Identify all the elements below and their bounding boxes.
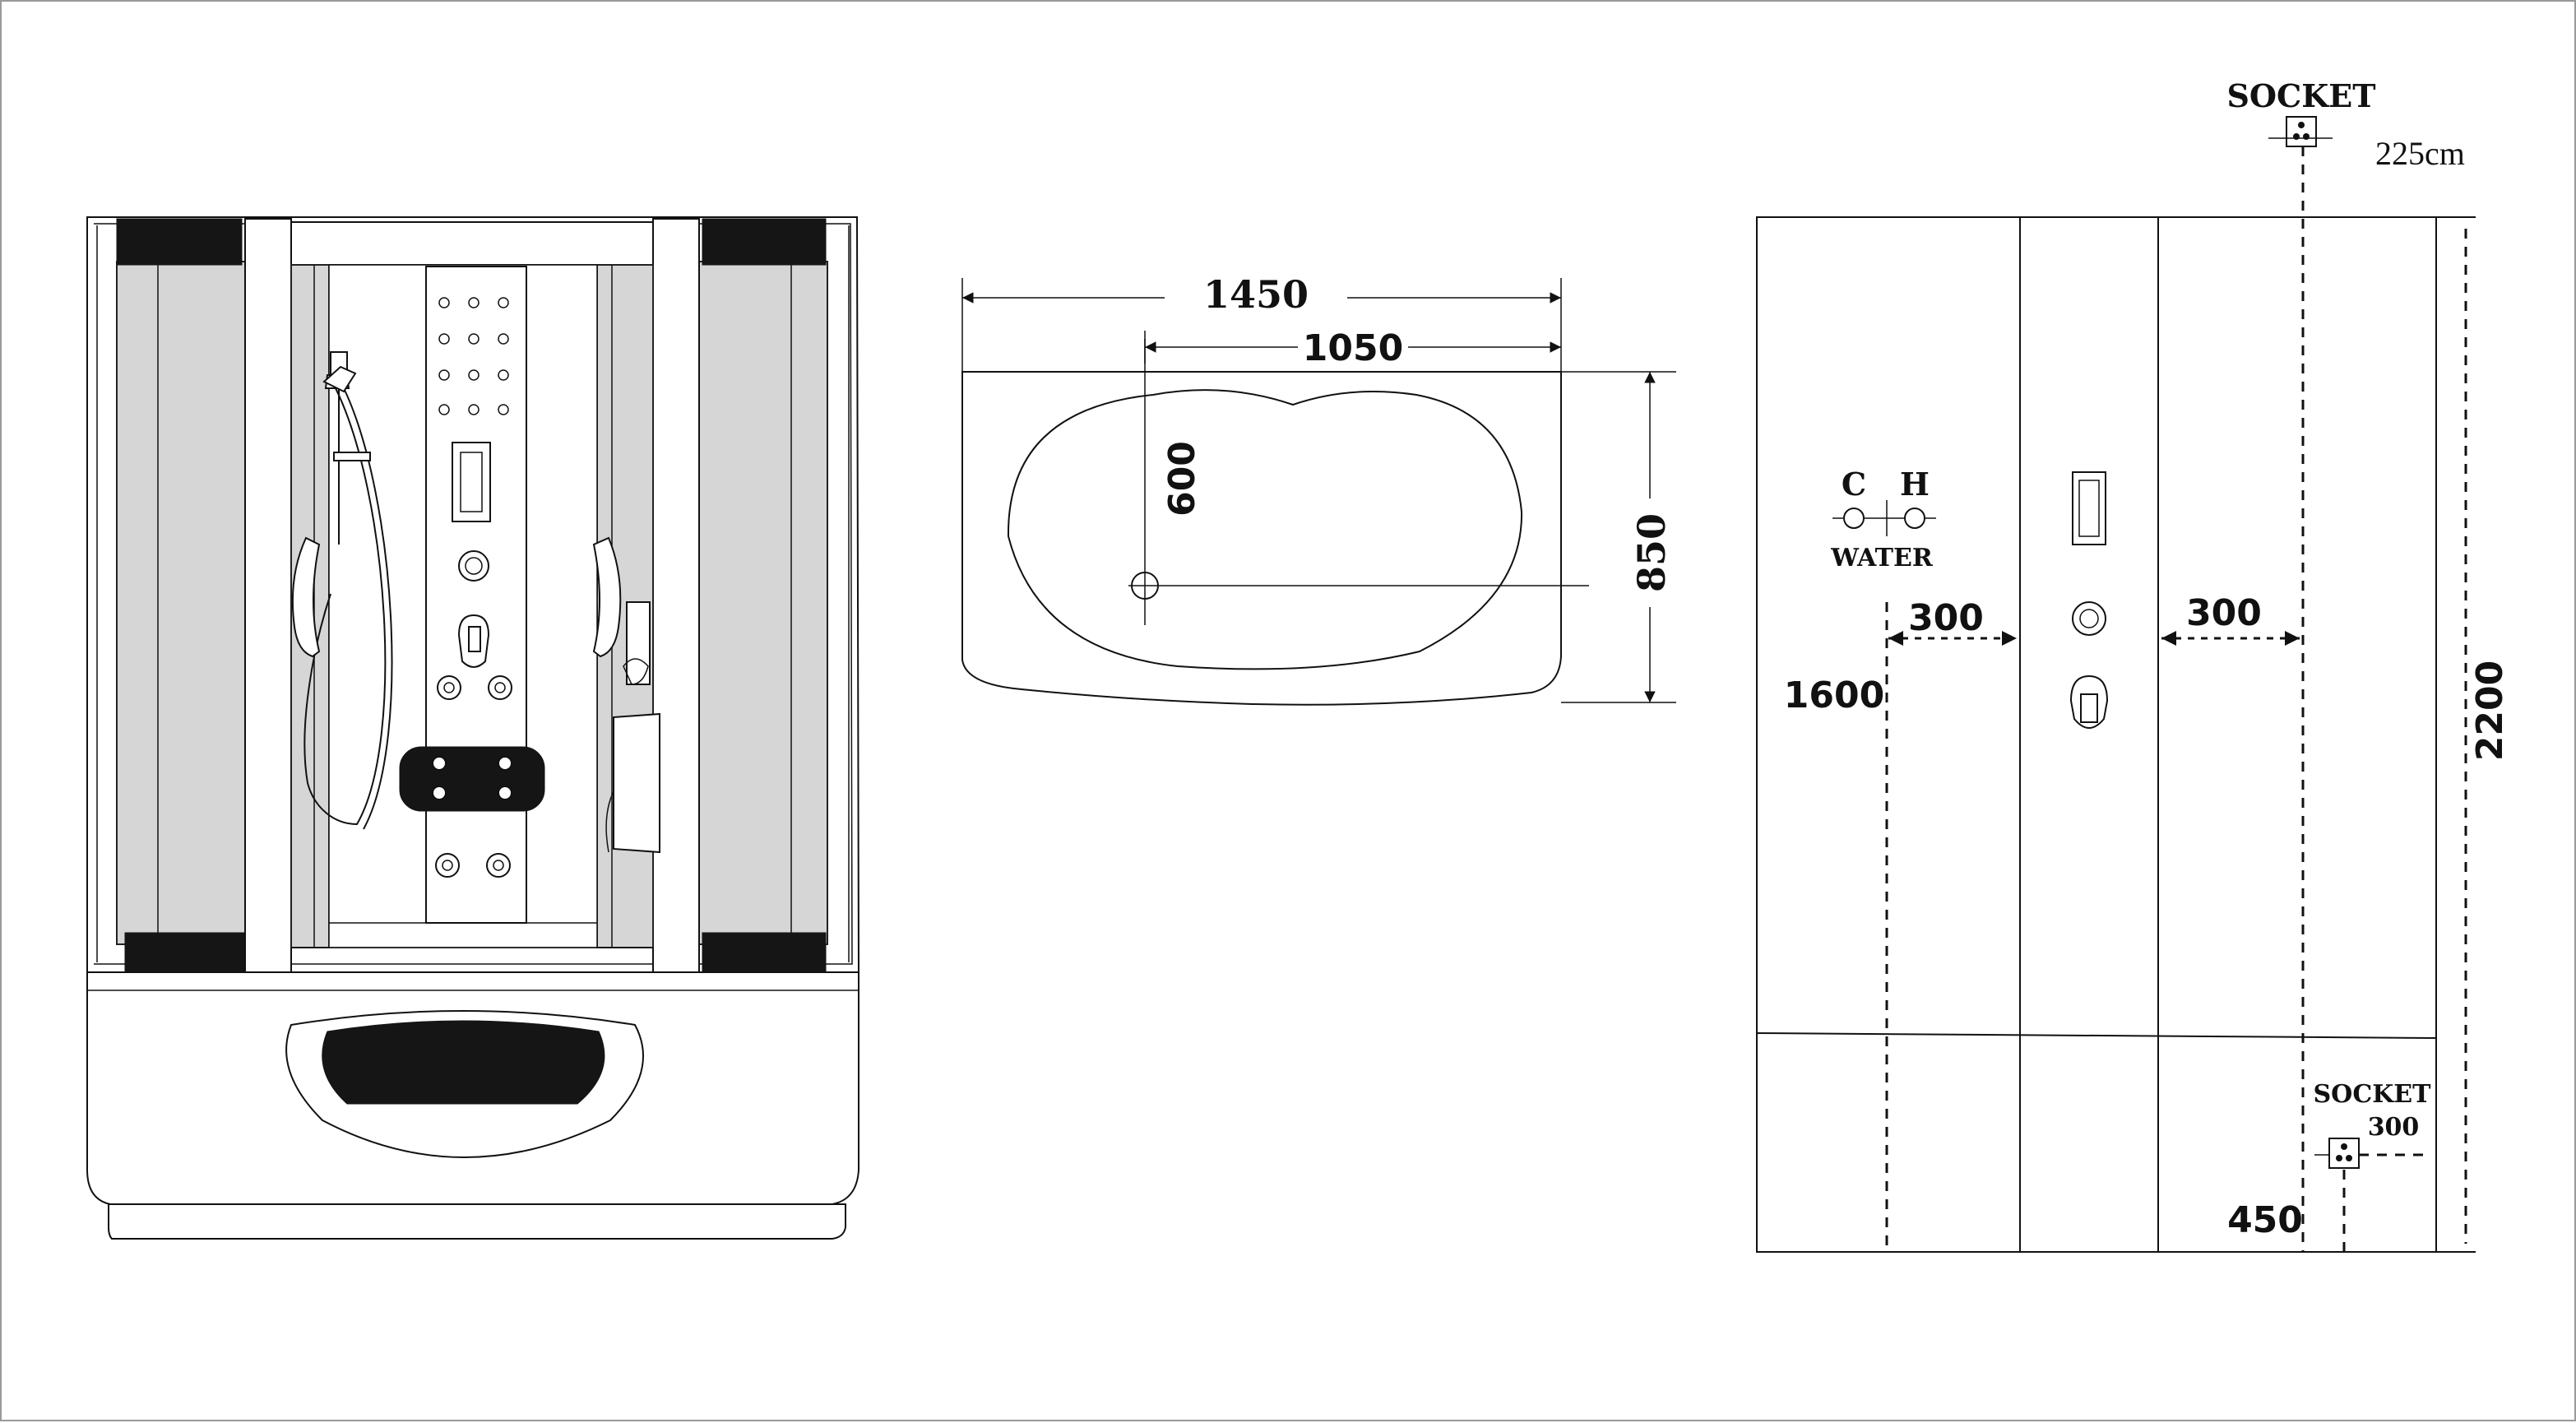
plan-total-width: 1450 (1203, 272, 1309, 317)
right-glass-panel (698, 261, 828, 945)
cold-water-inlet-icon (1843, 508, 1865, 529)
water-cold-label: C (1842, 466, 1866, 503)
body-jets (438, 297, 509, 415)
top-right-corner-cap (702, 218, 827, 266)
right-pillar (652, 218, 700, 975)
cabin-front-view (86, 216, 860, 1240)
socket-bottom-offset: 450 (2227, 1199, 2303, 1241)
tub-plan-view: 1450 1050 600 850 (961, 272, 1676, 706)
wall-elevation: SOCKET 225cm C H WATER 300 300 1600 2200 (1756, 77, 2511, 1253)
right-door-handle (592, 536, 622, 658)
water-hot-label: H (1900, 466, 1930, 503)
top-bar (290, 221, 654, 266)
left-door-handle (291, 536, 321, 658)
water-height-dimension: 1600 (1784, 674, 1884, 716)
socket-icon (2286, 116, 2317, 147)
control-knob (2072, 601, 2106, 636)
top-left-corner-cap (116, 218, 243, 266)
plan-total-depth: 850 (1629, 513, 1674, 592)
tub-basin (1007, 389, 1523, 670)
tub-outline (961, 371, 1562, 706)
socket-icon (2328, 1138, 2360, 1169)
control-display (452, 442, 491, 522)
total-height-dimension: 2200 (2469, 661, 2511, 761)
bottom-left-corner-cap (124, 932, 246, 975)
shower-column-panel (425, 266, 527, 924)
headrest-pillow (399, 746, 545, 812)
plan-inner-depth: 600 (1161, 441, 1203, 517)
socket-bottom-height: 300 (2368, 1113, 2420, 1142)
hand-shower (303, 351, 393, 830)
water-label: WATER (1830, 544, 1934, 572)
control-display (2072, 471, 2106, 545)
socket-top-label: SOCKET (2226, 77, 2375, 114)
left-glass-panel (116, 261, 246, 945)
plan-inner-width: 1050 (1303, 327, 1403, 369)
control-knob (458, 550, 489, 582)
left-pillar (244, 218, 292, 975)
socket-bottom-label: SOCKET (2314, 1080, 2432, 1109)
bottom-right-corner-cap (702, 932, 827, 975)
socket-top-height: 225cm (2375, 135, 2465, 172)
offset-right-dimension: 300 (2186, 592, 2262, 634)
offset-left-dimension: 300 (1908, 597, 1984, 639)
hot-water-inlet-icon (1904, 508, 1925, 529)
